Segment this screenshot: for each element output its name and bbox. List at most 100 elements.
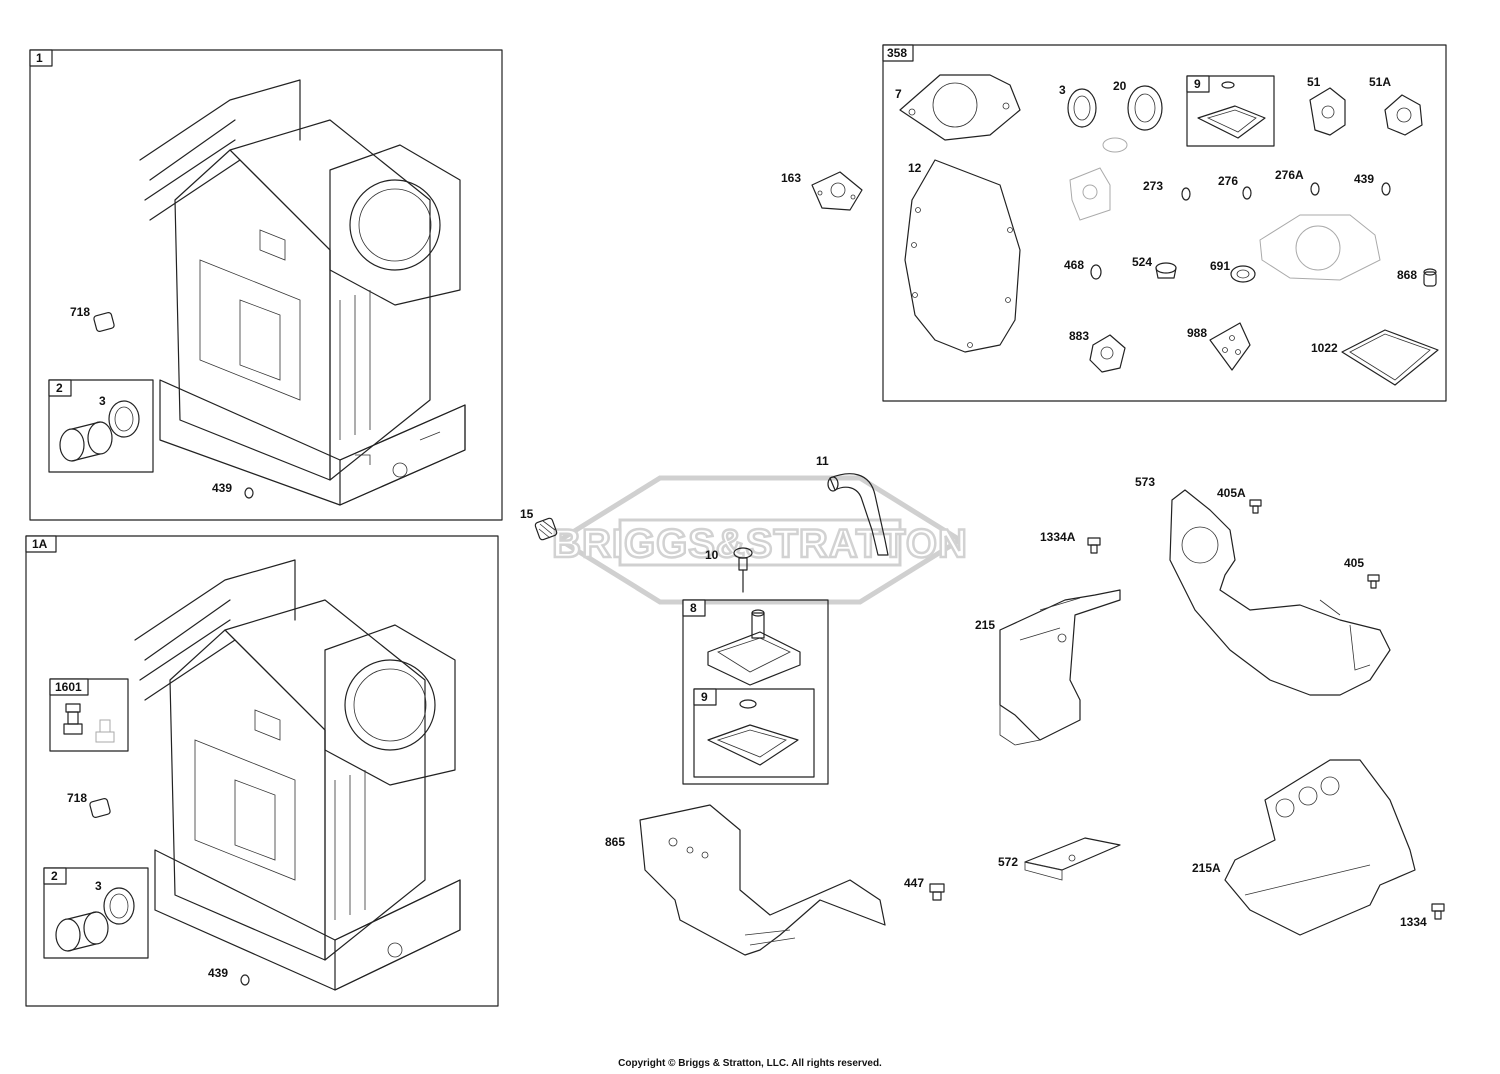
washer-468[interactable]: [1090, 264, 1102, 280]
label-405: 405: [1344, 556, 1364, 570]
bolt-1334a[interactable]: [1087, 537, 1101, 554]
watermark-text: BRIGGS&STRATTON: [552, 522, 968, 566]
gasket-faint-plate: [1069, 167, 1111, 221]
label-1022: 1022: [1311, 341, 1338, 355]
washer-439[interactable]: [244, 487, 254, 499]
filter-15[interactable]: [534, 517, 558, 541]
label-51a: 51A: [1369, 75, 1391, 89]
box-tag-2-1a[interactable]: [43, 867, 67, 885]
label-10: 10: [705, 548, 719, 562]
label-3-1a: 3: [95, 879, 102, 893]
oil-seal-3[interactable]: [108, 400, 140, 438]
seal-20[interactable]: [1127, 85, 1163, 131]
label-3-set: 3: [1059, 83, 1066, 97]
plug-524[interactable]: [1155, 262, 1177, 279]
box-tag-9-top[interactable]: [1186, 75, 1210, 93]
label-276a: 276A: [1275, 168, 1304, 182]
bracket-572[interactable]: [1024, 837, 1121, 881]
brand-watermark: BRIGGS&STRATTON: [551, 475, 968, 605]
label-868: 868: [1397, 268, 1417, 282]
gasket-988[interactable]: [1209, 322, 1251, 371]
gasket-9-top[interactable]: [1197, 81, 1266, 139]
label-3: 3: [99, 394, 106, 408]
group-1-crankcase: 1 718 2: [29, 49, 503, 521]
label-524: 524: [1132, 255, 1152, 269]
box-label-2-1a: 2: [51, 869, 58, 883]
label-718-1a: 718: [67, 791, 87, 805]
label-988: 988: [1187, 326, 1207, 340]
bearing-sleeve-1a[interactable]: [55, 911, 109, 952]
dowel-pin-718[interactable]: [93, 312, 115, 332]
label-51: 51: [1307, 75, 1321, 89]
shroud-215a[interactable]: [1224, 759, 1416, 936]
label-468: 468: [1064, 258, 1084, 272]
label-1334a: 1334A: [1040, 530, 1076, 544]
blower-housing-573[interactable]: [1169, 489, 1391, 696]
label-439: 439: [212, 481, 232, 495]
gasket-51[interactable]: [1309, 87, 1346, 136]
bearing-sleeve[interactable]: [59, 421, 113, 462]
shroud-215[interactable]: [999, 589, 1121, 746]
bolt-1601[interactable]: [63, 703, 83, 735]
label-7: 7: [895, 87, 902, 101]
bolt-405a[interactable]: [1249, 499, 1262, 514]
label-572: 572: [998, 855, 1018, 869]
box-tag-358[interactable]: [882, 44, 914, 62]
seal-3-set[interactable]: [1067, 88, 1097, 128]
label-865: 865: [605, 835, 625, 849]
bolt-1334[interactable]: [1431, 903, 1445, 920]
box-label-2: 2: [56, 381, 63, 395]
label-276: 276: [1218, 174, 1238, 188]
label-15: 15: [520, 507, 534, 521]
crankcase-gasket-12[interactable]: [904, 159, 1021, 353]
box-tag-8[interactable]: [682, 599, 706, 617]
box-tag-1601[interactable]: [49, 678, 89, 696]
washer-276[interactable]: [1242, 186, 1252, 200]
label-691: 691: [1210, 259, 1230, 273]
box-tag-1[interactable]: [29, 49, 53, 67]
label-439-set: 439: [1354, 172, 1374, 186]
label-215: 215: [975, 618, 995, 632]
fitting-10[interactable]: [733, 547, 753, 593]
washer-439-set[interactable]: [1381, 182, 1391, 196]
seal-691[interactable]: [1230, 265, 1256, 283]
label-11: 11: [816, 454, 829, 468]
gasket-9-mid[interactable]: [707, 699, 799, 766]
gasket-883[interactable]: [1089, 334, 1126, 373]
washer-273[interactable]: [1181, 187, 1191, 201]
crankcase-block-1a[interactable]: [134, 559, 461, 991]
shield-865[interactable]: [639, 804, 886, 956]
gasket-faint-head: [1259, 214, 1381, 281]
box-label-8: 8: [690, 601, 697, 615]
group-1a-crankcase: 1A 1601: [25, 535, 499, 1007]
dowel-pin-718-1a[interactable]: [89, 798, 111, 818]
label-405a: 405A: [1217, 486, 1246, 500]
box-label-1: 1: [36, 51, 43, 65]
bolt-405[interactable]: [1367, 574, 1380, 589]
gasket-163[interactable]: [811, 171, 863, 211]
label-273: 273: [1143, 179, 1163, 193]
box-tag-1a[interactable]: [25, 535, 57, 553]
label-718: 718: [70, 305, 90, 319]
bolt-1601-alt[interactable]: [95, 719, 115, 743]
valve-seal-868[interactable]: [1423, 268, 1437, 287]
gasket-1022[interactable]: [1341, 329, 1439, 386]
gasket-51a[interactable]: [1384, 94, 1423, 136]
box-tag-9-mid[interactable]: [693, 688, 717, 706]
box-label-1a: 1A: [32, 537, 48, 551]
label-20: 20: [1113, 79, 1127, 93]
oil-seal-3-1a[interactable]: [103, 887, 135, 925]
copyright-notice: Copyright © Briggs & Stratton, LLC. All …: [618, 1058, 882, 1069]
breather-tube-11[interactable]: [827, 473, 889, 556]
head-gasket-7[interactable]: [899, 74, 1021, 141]
washer-276a[interactable]: [1310, 182, 1320, 196]
box-tag-2[interactable]: [48, 379, 72, 397]
screw-447[interactable]: [929, 883, 945, 901]
breather-cover-8[interactable]: [707, 609, 801, 686]
crankcase-block-1[interactable]: [139, 79, 466, 506]
label-12: 12: [908, 161, 922, 175]
washer-439-1a[interactable]: [240, 974, 250, 986]
box-label-1601: 1601: [55, 680, 82, 694]
label-163: 163: [781, 171, 801, 185]
label-1334: 1334: [1400, 915, 1427, 929]
